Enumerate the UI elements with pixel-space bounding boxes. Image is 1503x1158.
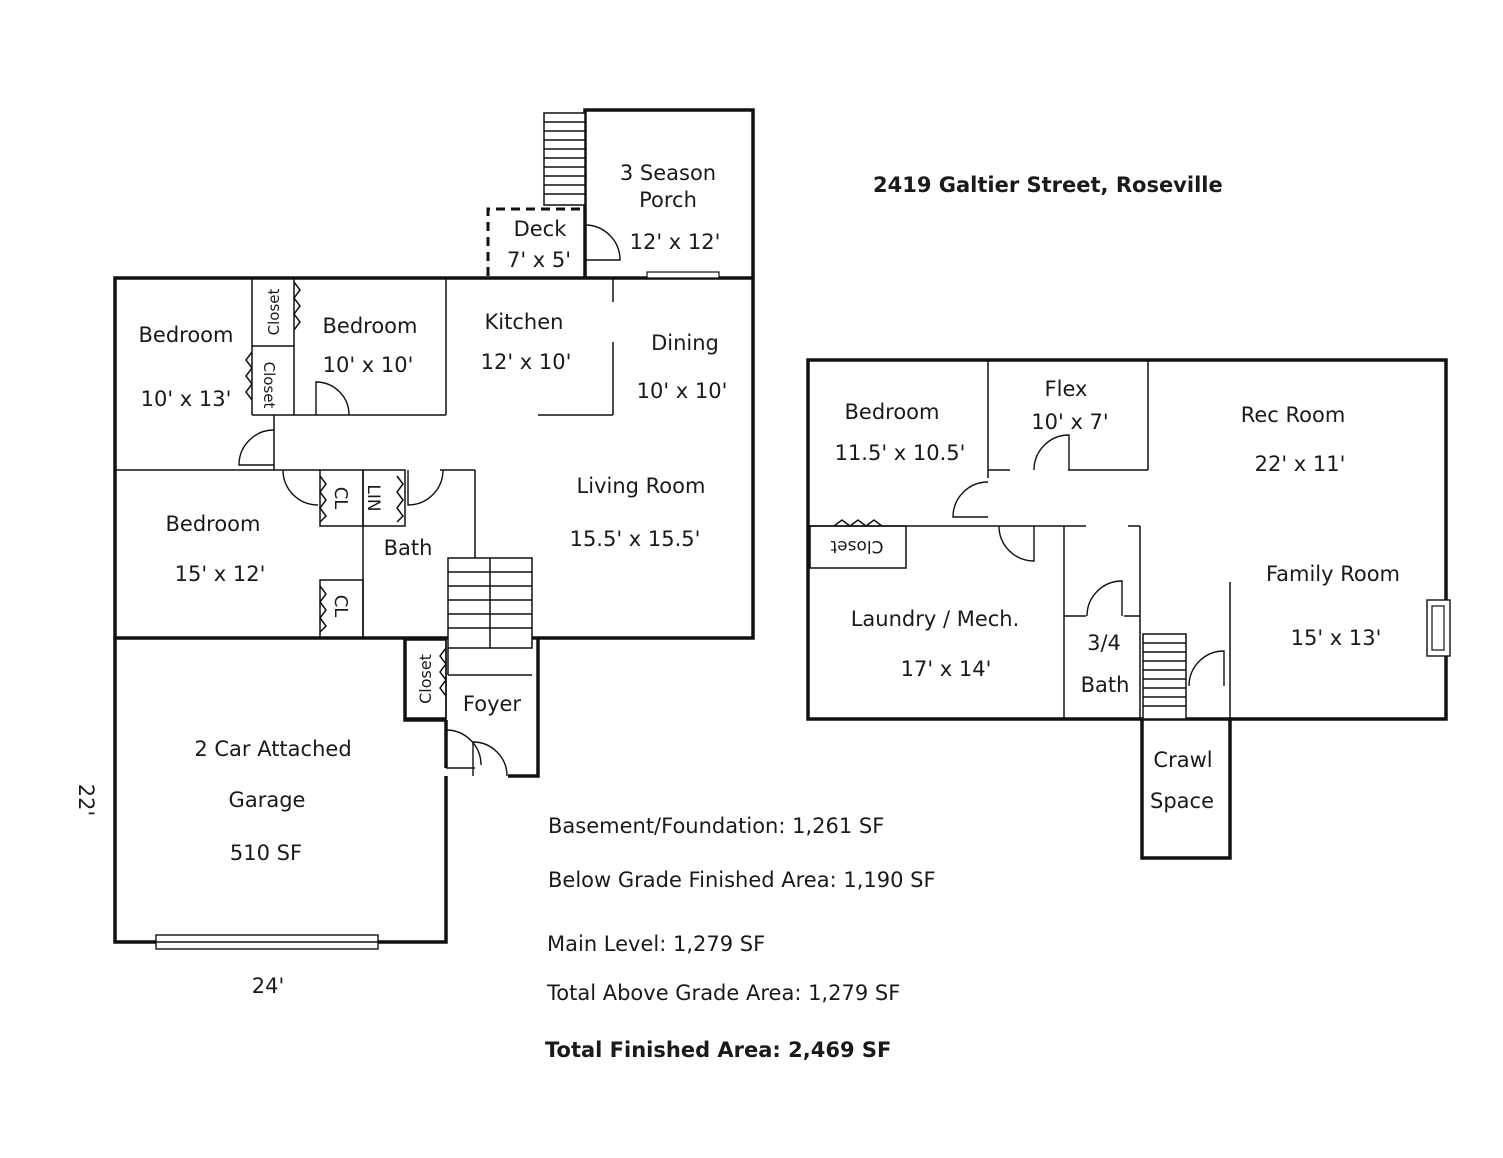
crawl-line1: Crawl [1153, 748, 1212, 772]
ll-bedroom-size: 11.5' x 10.5' [835, 441, 966, 465]
above-grade-area: Total Above Grade Area: 1,279 SF [546, 981, 900, 1005]
main-stairs [447, 557, 533, 676]
ll-bath-line2: Bath [1081, 673, 1130, 697]
garage-width-dim: 24' [252, 974, 285, 998]
living-room-name: Living Room [577, 474, 706, 498]
rec-room-name: Rec Room [1241, 403, 1346, 427]
lin-label: LIN [363, 484, 383, 511]
bath-label: Bath [384, 536, 433, 560]
kitchen-size: 12' x 10' [481, 350, 572, 374]
bedroom-nw-name: Bedroom [139, 323, 234, 347]
laundry-size: 17' x 14' [901, 657, 992, 681]
porch-stairs [543, 112, 586, 206]
laundry-name: Laundry / Mech. [851, 607, 1020, 631]
garage-line1: 2 Car Attached [194, 737, 351, 761]
basement-area: Basement/Foundation: 1,261 SF [548, 814, 884, 838]
bedroom-sw-name: Bedroom [166, 512, 261, 536]
dining-name: Dining [651, 331, 719, 355]
living-room-size: 15.5' x 15.5' [570, 527, 701, 551]
page-title: 2419 Galtier Street, Roseville [873, 173, 1223, 197]
porch-size: 12' x 12' [630, 230, 721, 254]
foyer-label: Foyer [463, 692, 522, 716]
dining-size: 10' x 10' [637, 379, 728, 403]
family-room-name: Family Room [1266, 562, 1400, 586]
family-room-size: 15' x 13' [1291, 626, 1382, 650]
ll-closet-label: Closet [830, 536, 883, 556]
flex-name: Flex [1045, 377, 1088, 401]
bedroom-sw-size: 15' x 12' [175, 562, 266, 586]
cl-b-label: CL [330, 595, 351, 618]
rec-room-size: 22' x 11' [1255, 452, 1346, 476]
bedroom-mid-size: 10' x 10' [323, 353, 414, 377]
garage-depth-dim: 22' [74, 784, 98, 817]
garage-area: 510 SF [230, 841, 302, 865]
closet-a-label: Closet [265, 289, 283, 336]
porch-name-line1: 3 Season [620, 161, 716, 185]
porch-name-line2: Porch [639, 188, 697, 212]
closet-foyer-label: Closet [416, 654, 435, 704]
main-level-area: Main Level: 1,279 SF [547, 932, 765, 956]
main-level-walls [113, 108, 755, 950]
ll-bedroom-name: Bedroom [845, 400, 940, 424]
bedroom-mid-name: Bedroom [323, 314, 418, 338]
below-grade-area: Below Grade Finished Area: 1,190 SF [548, 868, 936, 892]
deck-size: 7' x 5' [507, 248, 571, 272]
garage-line2: Garage [229, 788, 306, 812]
ll-bath-line1: 3/4 [1087, 631, 1121, 655]
cl-a-label: CL [330, 487, 351, 510]
flex-size: 10' x 7' [1031, 410, 1108, 434]
closet-b-label: Closet [260, 362, 278, 409]
total-finished-area: Total Finished Area: 2,469 SF [545, 1038, 891, 1062]
lower-level-walls [806, 358, 1451, 860]
crawl-line2: Space [1150, 789, 1214, 813]
kitchen-name: Kitchen [485, 310, 564, 334]
deck-name: Deck [514, 217, 568, 241]
lower-stairs [1142, 633, 1187, 720]
bedroom-nw-size: 10' x 13' [141, 387, 232, 411]
